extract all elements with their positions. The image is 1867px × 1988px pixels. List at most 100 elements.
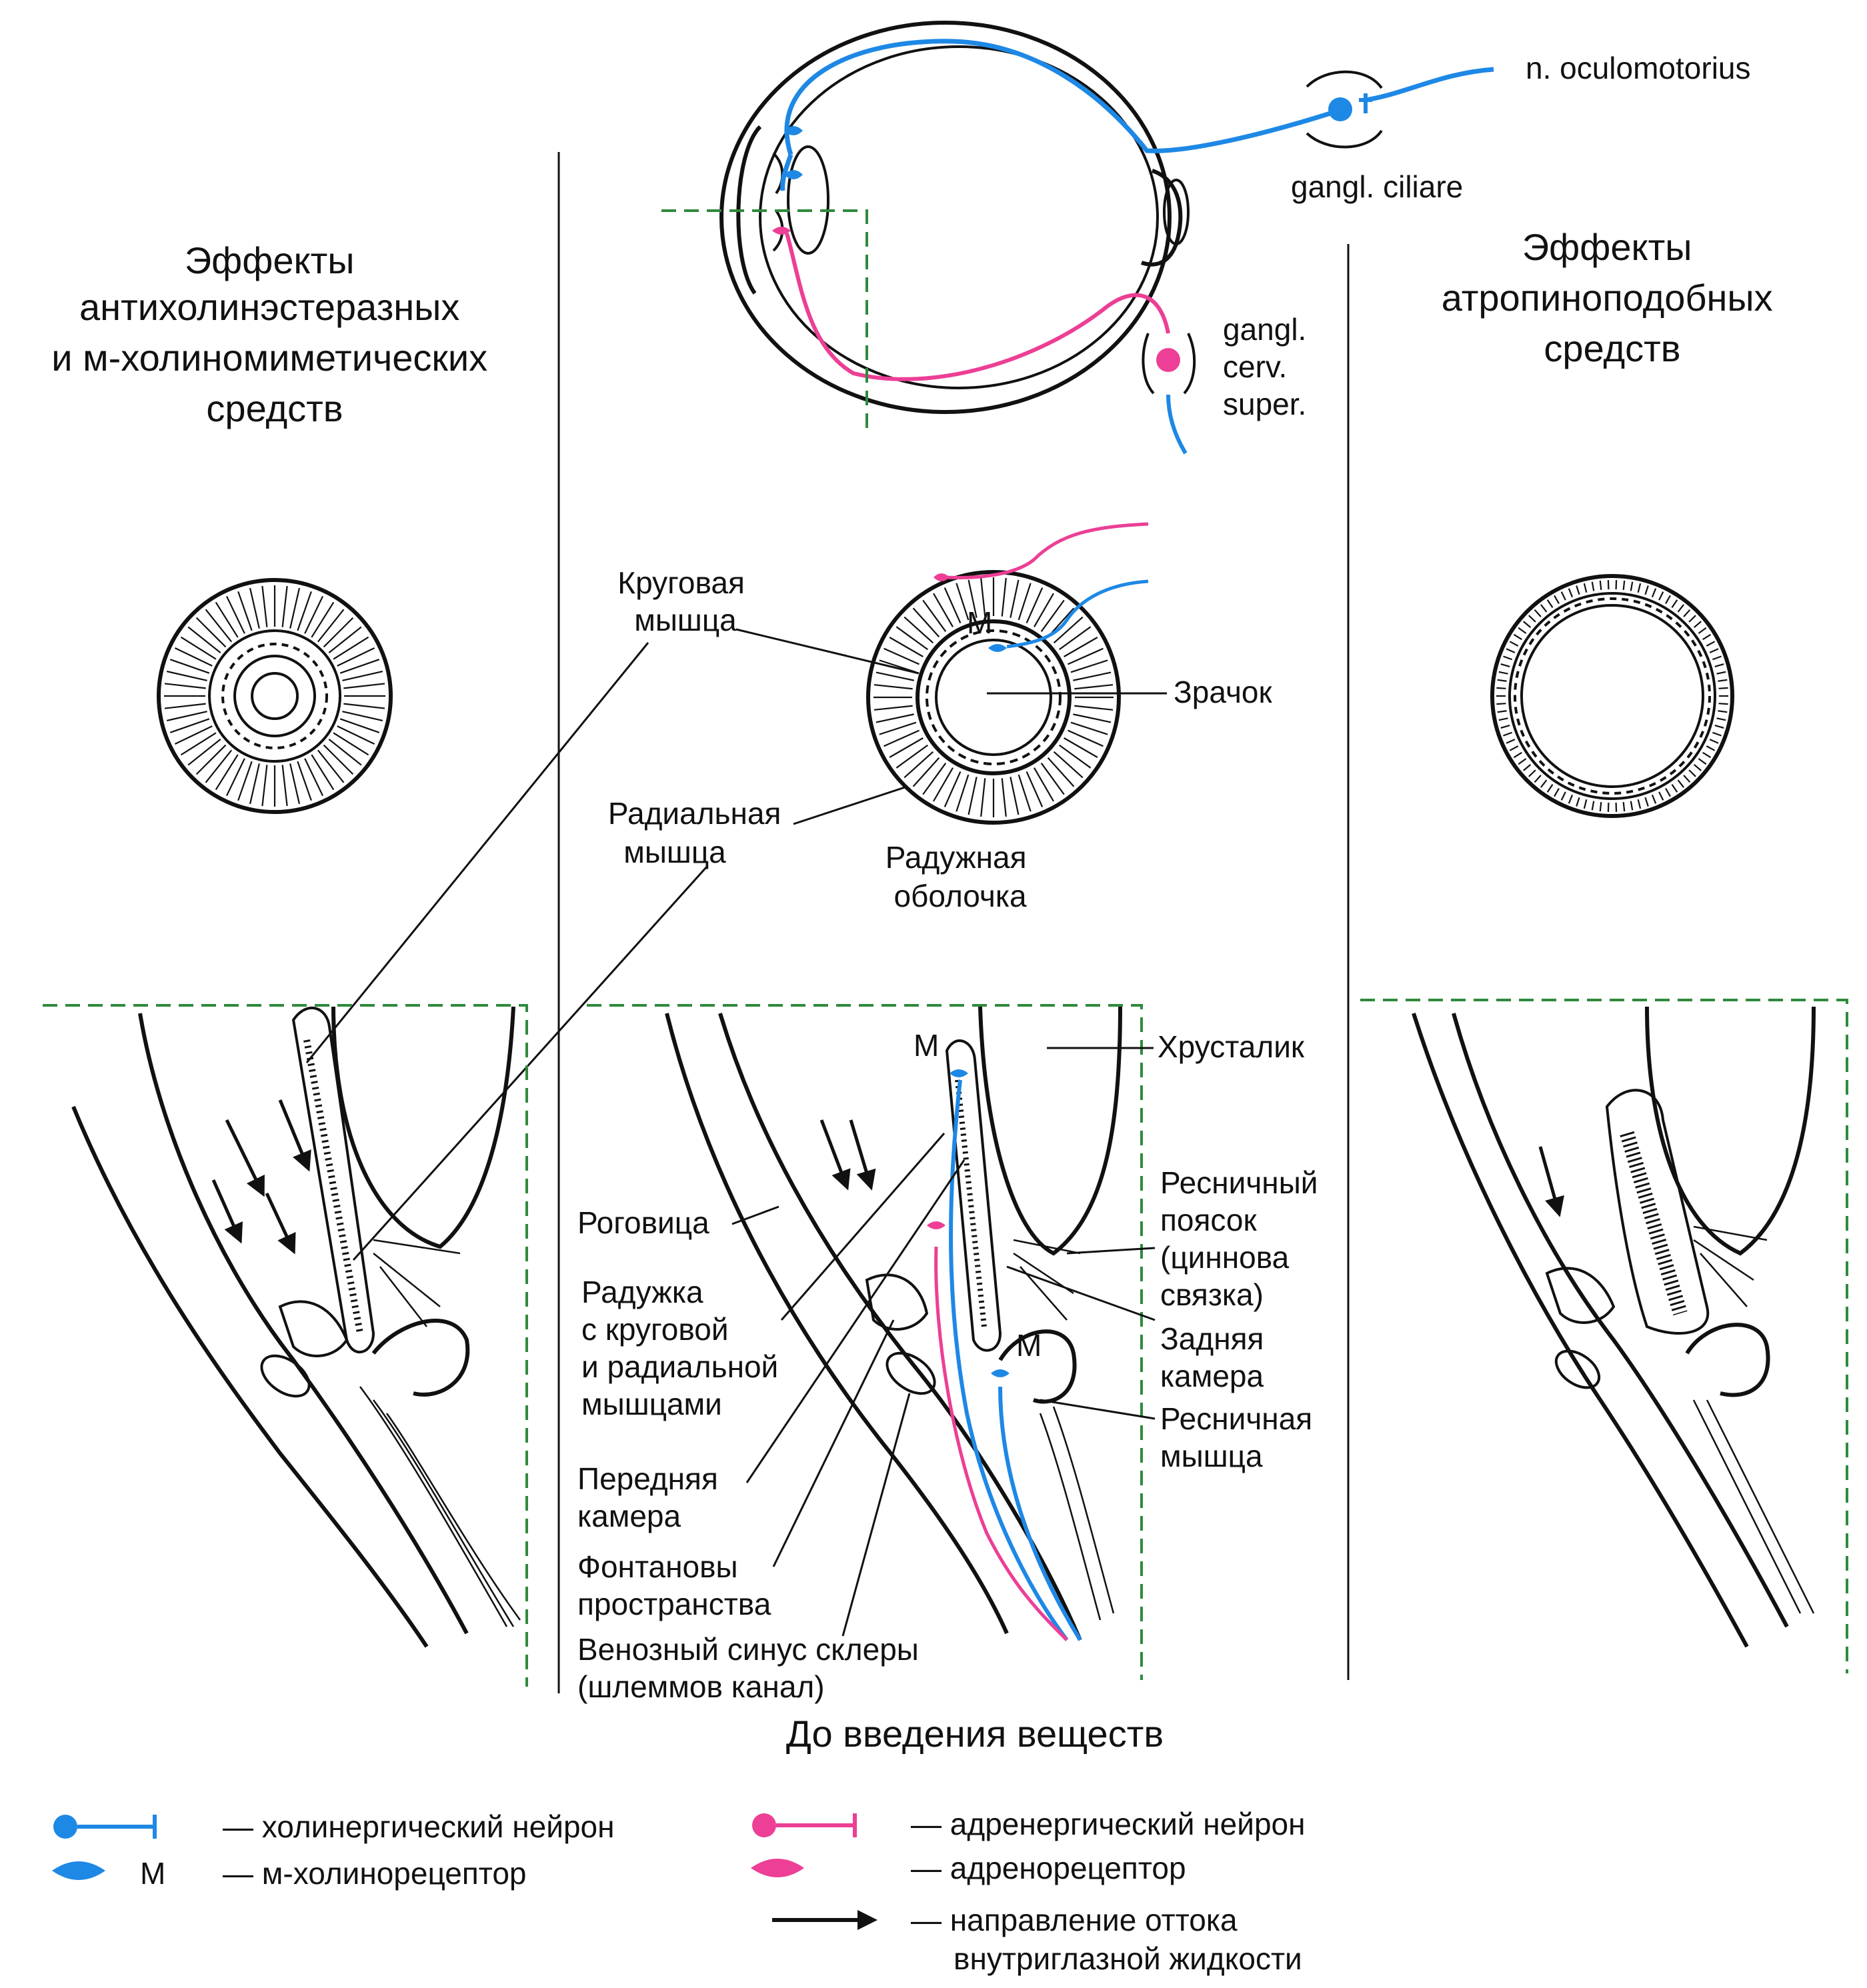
leader-radial-muscle <box>793 785 907 825</box>
iris-right-ray <box>1509 745 1519 751</box>
iris-right-ray <box>1500 725 1510 729</box>
dashed-section-marker <box>661 209 868 432</box>
iris-left-ray <box>187 626 221 654</box>
cholinergic-preganglionic-fiber <box>1365 67 1494 103</box>
leader-fontana <box>772 1319 895 1567</box>
iris-right-ray <box>1709 648 1719 653</box>
iris-left-pupil <box>251 672 299 720</box>
iris-right-ray <box>1702 633 1712 641</box>
right-schlemm-canal <box>1554 1349 1601 1389</box>
iris-middle-ray <box>1059 626 1092 651</box>
iris-middle-sphincter-mid <box>925 629 1062 765</box>
mid-iris <box>945 1039 1002 1352</box>
iris-left-ray <box>205 749 233 783</box>
iris-right-ray <box>1688 769 1696 777</box>
legend-cholinergic-text: — холинергический нейрон <box>223 1809 615 1844</box>
leader-cornea <box>731 1205 779 1225</box>
iris-middle-ray <box>944 771 962 807</box>
iris-right-ray <box>1503 655 1513 661</box>
left-cornea-outer <box>71 1105 429 1648</box>
iris-right-ray <box>1498 717 1508 721</box>
right-lens <box>1645 1006 1816 1256</box>
iris-right-ray <box>1693 764 1702 771</box>
label-posterior-chamber: Задняя камера <box>1160 1321 1272 1393</box>
legend-outflow-text: — направление оттока внутриглазной жидко… <box>911 1903 1302 1976</box>
mid-zonule <box>1013 1239 1081 1321</box>
iris-left-ray <box>304 758 324 797</box>
iris-left-ray <box>205 609 233 643</box>
label-iris-2: оболочка <box>893 879 1027 913</box>
iris-left-ray <box>343 683 385 689</box>
mid-lens <box>978 1006 1122 1256</box>
iris-right-ray <box>1560 791 1566 801</box>
label-circular-1: Круговая <box>617 565 745 600</box>
legend-m-letter: М <box>140 1856 165 1891</box>
iris-middle-ray <box>889 637 923 657</box>
right-title-line-2: атропиноподобных <box>1442 277 1773 319</box>
iris-middle-ray <box>873 705 913 711</box>
iris-right-ray <box>1554 788 1560 797</box>
left-flow-arrow-4 <box>265 1192 296 1255</box>
iris-left-ray <box>281 765 288 807</box>
leader-ciliary-muscle <box>1040 1399 1156 1420</box>
iris-left-ray <box>195 617 227 648</box>
cholinergic-postganglionic-fiber <box>784 39 1332 156</box>
iris-right-ray <box>1718 710 1728 713</box>
right-iris <box>1605 1089 1710 1335</box>
iris-middle-ray <box>1073 713 1112 723</box>
iris-middle-ray <box>903 751 934 779</box>
receptor-blue-2 <box>784 170 803 179</box>
label-anterior-chamber: Передняя камера <box>577 1461 727 1533</box>
left-title: Эффекты антихолинэстеразных и м-холиноми… <box>51 239 497 429</box>
iris-left-ray <box>328 738 362 766</box>
iris-middle-ray <box>980 577 986 617</box>
mid-schlemm-canal <box>885 1351 936 1395</box>
iris-middle-rays <box>873 577 1114 817</box>
iris-right-ray <box>1651 588 1657 598</box>
leader-zonule <box>1066 1247 1156 1255</box>
left-title-line-4: средств <box>206 387 343 429</box>
iris-middle-ray <box>895 744 928 769</box>
mid-cornea-outer <box>665 1013 1009 1635</box>
iris-right-ray <box>1509 641 1519 647</box>
iris-right-ray <box>1706 641 1716 647</box>
iris-right-ray <box>1528 615 1536 623</box>
right-section-frame <box>1360 999 1848 1673</box>
iris-middle-ray <box>903 616 934 644</box>
iris-right-ray <box>1698 627 1707 634</box>
iris-right-ray <box>1513 633 1522 641</box>
iris-middle-ray <box>1034 593 1054 627</box>
label-fontana: Фонтановы пространства <box>577 1549 771 1621</box>
label-ciliary-2: мышца <box>1160 1439 1263 1473</box>
iris-right-rays <box>1496 580 1728 812</box>
iris-right-dilated <box>1490 574 1734 818</box>
iris-right-ray <box>1591 801 1595 811</box>
iris-right-ray <box>1513 751 1522 759</box>
iris-middle-ray <box>1018 774 1032 812</box>
iris-middle-ray <box>1001 778 1007 817</box>
iris-right-ray <box>1688 615 1696 623</box>
iris-left-ray <box>166 711 207 722</box>
mid-fontana <box>865 1273 929 1331</box>
label-radial-1: Радиальная <box>608 796 781 831</box>
leader-iris-muscles <box>780 1133 946 1321</box>
iris-right-ray <box>1523 621 1532 628</box>
legend-adrenoreceptor-text: — адренорецептор <box>911 1851 1186 1885</box>
right-cross-section <box>1412 1006 1816 1648</box>
left-zonule <box>373 1239 461 1327</box>
legend-cholinergic-soma <box>53 1815 77 1839</box>
label-cervical-ganglion: gangl. cerv. super. <box>1223 312 1315 421</box>
legend-outflow-1: — направление оттока <box>911 1903 1238 1937</box>
iris-left-ray <box>180 732 217 756</box>
label-ciliary-muscle: Ресничная мышца <box>1160 1401 1321 1473</box>
leader-circular-to-left-section <box>305 642 649 1063</box>
iris-left-ray <box>333 636 369 660</box>
ciliary-ganglion-synapse <box>1359 93 1372 113</box>
iris-right-ray <box>1528 769 1536 777</box>
iris-middle-ray <box>889 737 923 758</box>
iris-middle-adrenergic-receptor <box>934 573 950 581</box>
iris-middle-ray <box>1053 751 1084 779</box>
mid-flow-arrow-2 <box>849 1119 876 1191</box>
cervical-ganglion-neuron <box>1156 348 1180 372</box>
